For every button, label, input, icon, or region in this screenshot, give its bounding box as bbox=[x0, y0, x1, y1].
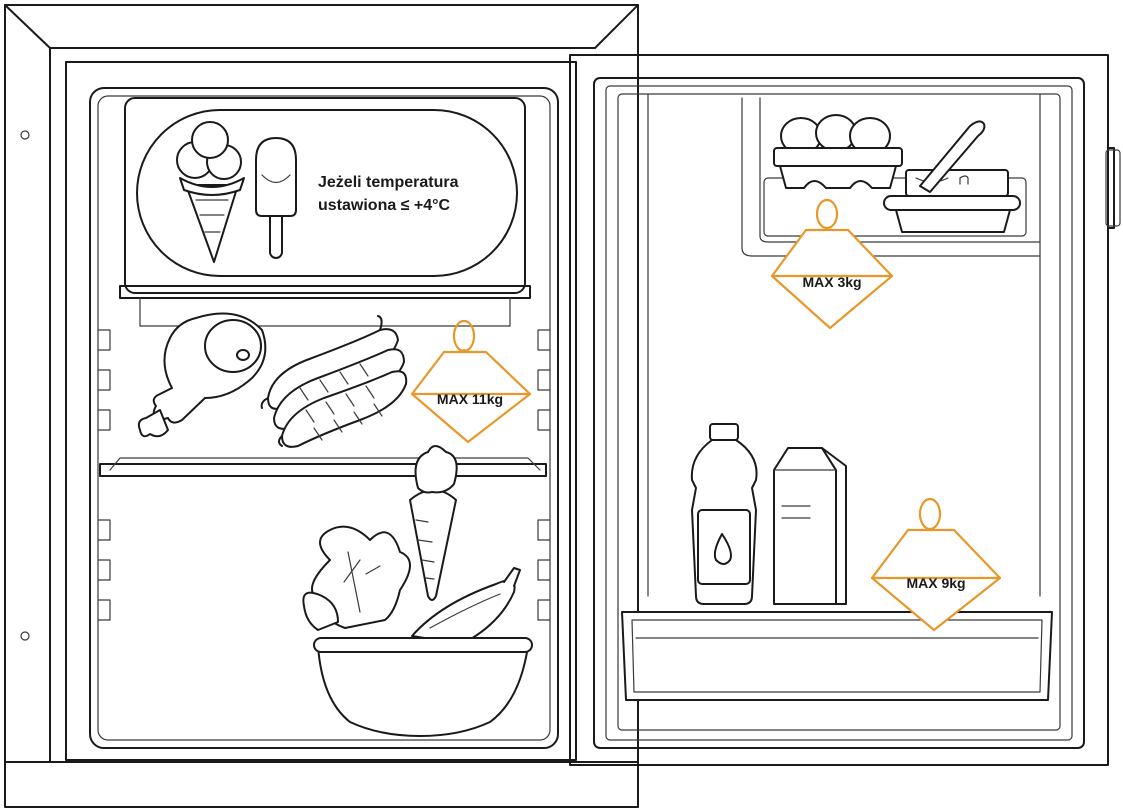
butter-dish-icon bbox=[883, 120, 1021, 233]
weight-label-11kg: MAX 11kg bbox=[437, 391, 503, 407]
sausages-icon bbox=[260, 315, 408, 448]
carrot-icon bbox=[409, 445, 458, 601]
shelf-rail-supports bbox=[97, 329, 551, 621]
weight-icon-shelf-left: MAX 11kg bbox=[410, 319, 532, 444]
door-shelf-top bbox=[741, 97, 1041, 257]
fridge-cabinet bbox=[4, 4, 639, 808]
freezer-temperature-note: Jeżeli temperatura ustawiona ≤ +4°C bbox=[318, 174, 459, 214]
water-bottle-icon bbox=[690, 423, 758, 605]
weight-icon-door-top: MAX 3kg bbox=[770, 198, 894, 330]
fridge-door bbox=[569, 54, 1121, 766]
weight-icon-door-bottom: MAX 9kg bbox=[870, 497, 1002, 632]
popsicle-icon bbox=[255, 137, 297, 259]
eggs-carton-icon bbox=[773, 114, 903, 189]
ham-icon bbox=[137, 312, 267, 438]
milk-carton-icon bbox=[773, 447, 847, 605]
hinge-screw-top bbox=[20, 130, 30, 140]
note-line-1: Jeżeli temperatura bbox=[318, 174, 459, 191]
door-bin-bottom bbox=[621, 611, 1053, 701]
ice-cream-cone-icon bbox=[176, 121, 245, 263]
note-line-2: ustawiona ≤ +4°C bbox=[318, 197, 451, 214]
weight-label-3kg: MAX 3kg bbox=[802, 274, 861, 290]
vegetable-bowl-icon bbox=[302, 525, 533, 737]
glass-shelf-middle bbox=[99, 457, 547, 477]
hinge-screw-bottom bbox=[20, 631, 30, 641]
weight-label-9kg: MAX 9kg bbox=[906, 575, 965, 591]
